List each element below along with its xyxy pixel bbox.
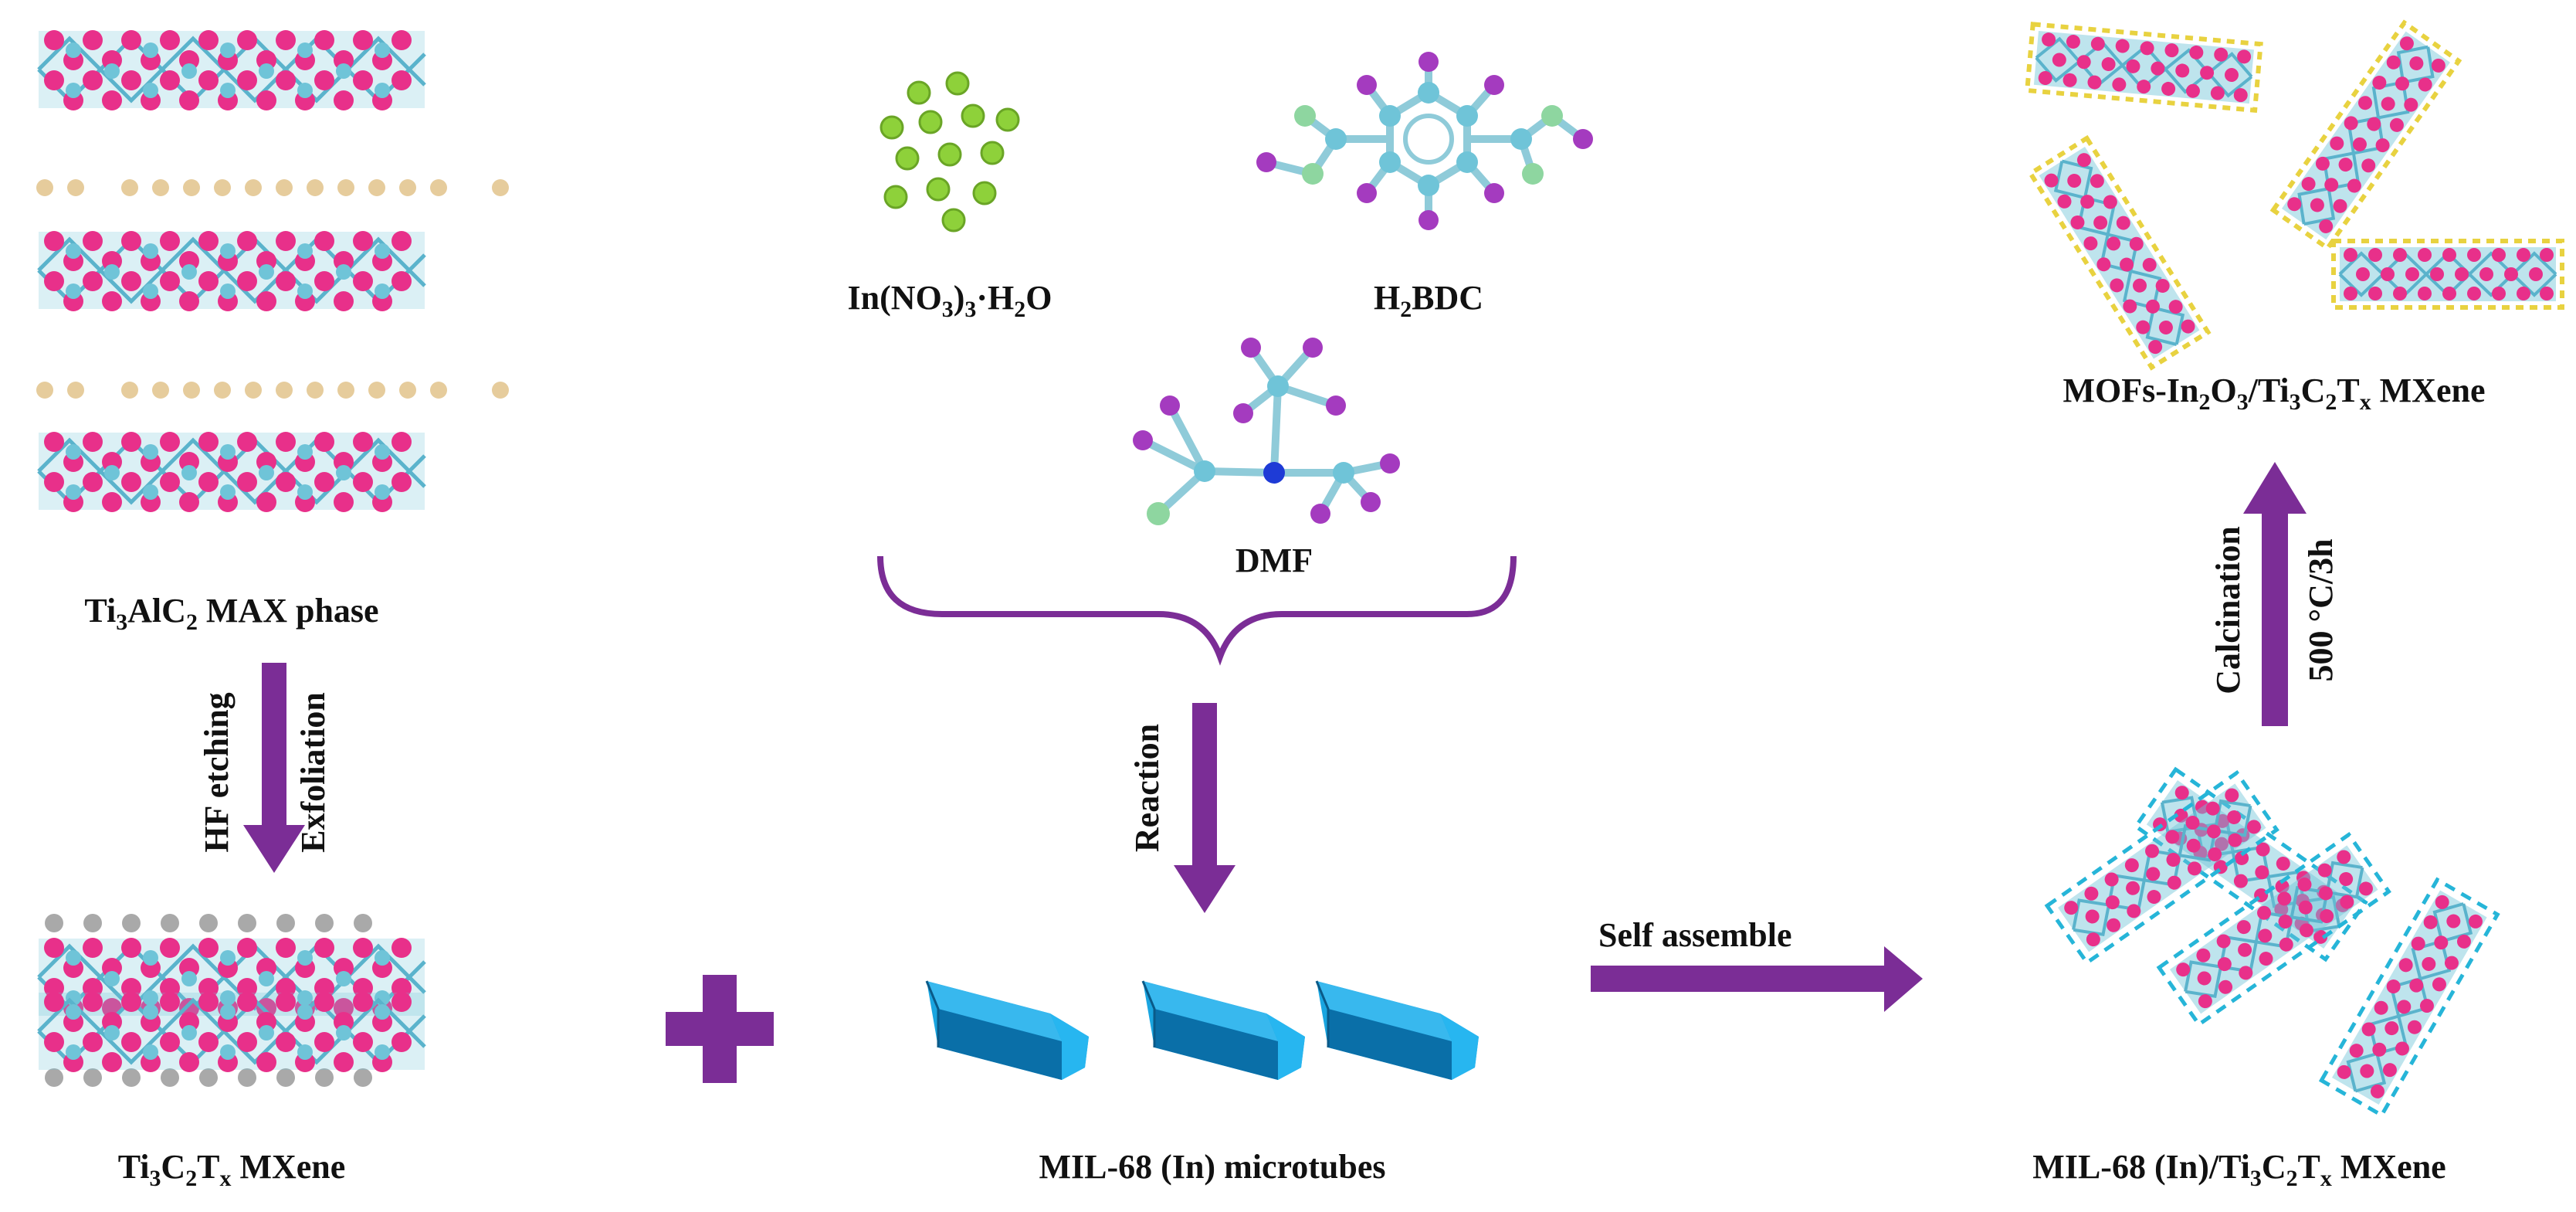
plus-icon [666, 975, 774, 1083]
composite-structure-icon [2044, 766, 2500, 1119]
exfoliation-label: Exfoliation [294, 692, 332, 853]
h2bdc-molecule-icon [1256, 52, 1593, 230]
calcination-conditions-label: 500 °C/3h [2302, 538, 2340, 681]
self-assemble-arrow-icon [1591, 946, 1923, 1012]
brace-icon [877, 555, 1517, 666]
product-structure-icon [2024, 19, 2564, 371]
calcination-arrow-icon [2243, 462, 2307, 726]
max-phase-structure-icon [36, 30, 509, 512]
composite-label: MIL-68 (In)/Ti3C2Tx MXene [2032, 1148, 2446, 1191]
mxene-structure-icon [39, 914, 425, 1087]
precursor-label: In(NO3)3·H2O [848, 279, 1052, 322]
dmf-molecule-icon [1133, 338, 1400, 525]
max-phase-label: Ti3AlC2 MAX phase [84, 592, 378, 635]
reaction-label: Reaction [1128, 724, 1166, 852]
etching-label: HF etching [198, 692, 236, 852]
solvent-label: DMF [1235, 541, 1313, 579]
linker-label: H2BDC [1374, 279, 1483, 322]
product-label: MOFs-In2O3/Ti3C2Tx MXene [2063, 372, 2486, 415]
mxene-label: Ti3C2Tx MXene [118, 1148, 346, 1191]
indium-nitrate-particles-icon [880, 71, 1020, 233]
calcination-label: Calcination [2209, 526, 2247, 694]
reaction-arrow-icon [1174, 703, 1235, 913]
self-assemble-label: Self assemble [1598, 916, 1792, 954]
microtubes-label: MIL-68 (In) microtubes [1039, 1148, 1386, 1186]
microtube-icon [925, 979, 1480, 1081]
